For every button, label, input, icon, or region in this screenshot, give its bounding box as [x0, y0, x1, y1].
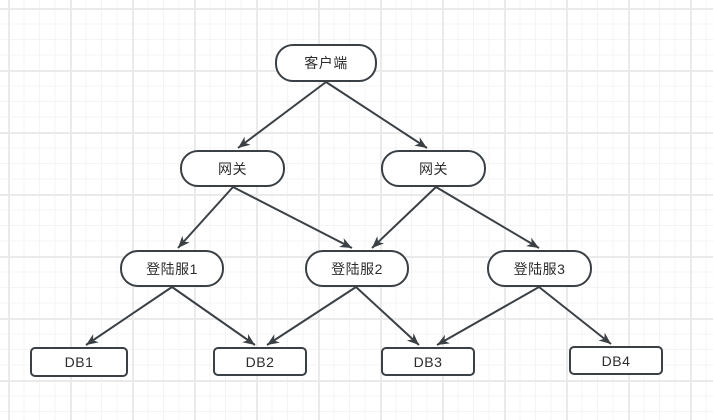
node-label: DB3: [413, 353, 443, 370]
node-label: DB1: [64, 354, 94, 370]
edge-client-to-gateway-1[interactable]: [237, 81, 327, 149]
node-client[interactable]: 客户端: [275, 44, 377, 82]
node-db-4[interactable]: DB4: [569, 346, 663, 375]
node-db-3[interactable]: DB3: [381, 347, 475, 376]
node-login-3[interactable]: 登陆服3: [487, 250, 592, 287]
node-label: 网关: [419, 160, 448, 177]
node-label: 客户端: [304, 55, 348, 71]
node-label: DB2: [245, 353, 275, 370]
edge-login-2-to-db-3[interactable]: [355, 286, 420, 346]
edge-login-1-to-db-1[interactable]: [85, 286, 173, 346]
node-label: 登陆服1: [146, 260, 198, 277]
edge-gateway-1-to-login-2[interactable]: [232, 186, 353, 249]
node-db-1[interactable]: DB1: [30, 347, 128, 377]
edge-login-3-to-db-4[interactable]: [538, 286, 612, 345]
edge-gateway-2-to-login-2[interactable]: [371, 186, 437, 249]
node-db-2[interactable]: DB2: [213, 347, 307, 376]
node-gateway-2[interactable]: 网关: [381, 150, 486, 187]
edge-gateway-1-to-login-1[interactable]: [177, 186, 234, 249]
edge-login-1-to-db-2[interactable]: [171, 286, 256, 346]
node-login-1[interactable]: 登陆服1: [120, 250, 224, 287]
node-gateway-1[interactable]: 网关: [180, 150, 285, 187]
node-label: 登陆服3: [513, 260, 566, 277]
edge-login-3-to-db-3[interactable]: [436, 286, 540, 346]
edge-gateway-2-to-login-3[interactable]: [435, 186, 540, 249]
edge-login-2-to-db-2[interactable]: [266, 286, 357, 346]
node-login-2[interactable]: 登陆服2: [305, 250, 409, 287]
node-label: 登陆服2: [331, 260, 383, 277]
node-label: 网关: [218, 160, 247, 177]
node-label: DB4: [601, 352, 631, 369]
edge-client-to-gateway-2[interactable]: [325, 81, 428, 149]
